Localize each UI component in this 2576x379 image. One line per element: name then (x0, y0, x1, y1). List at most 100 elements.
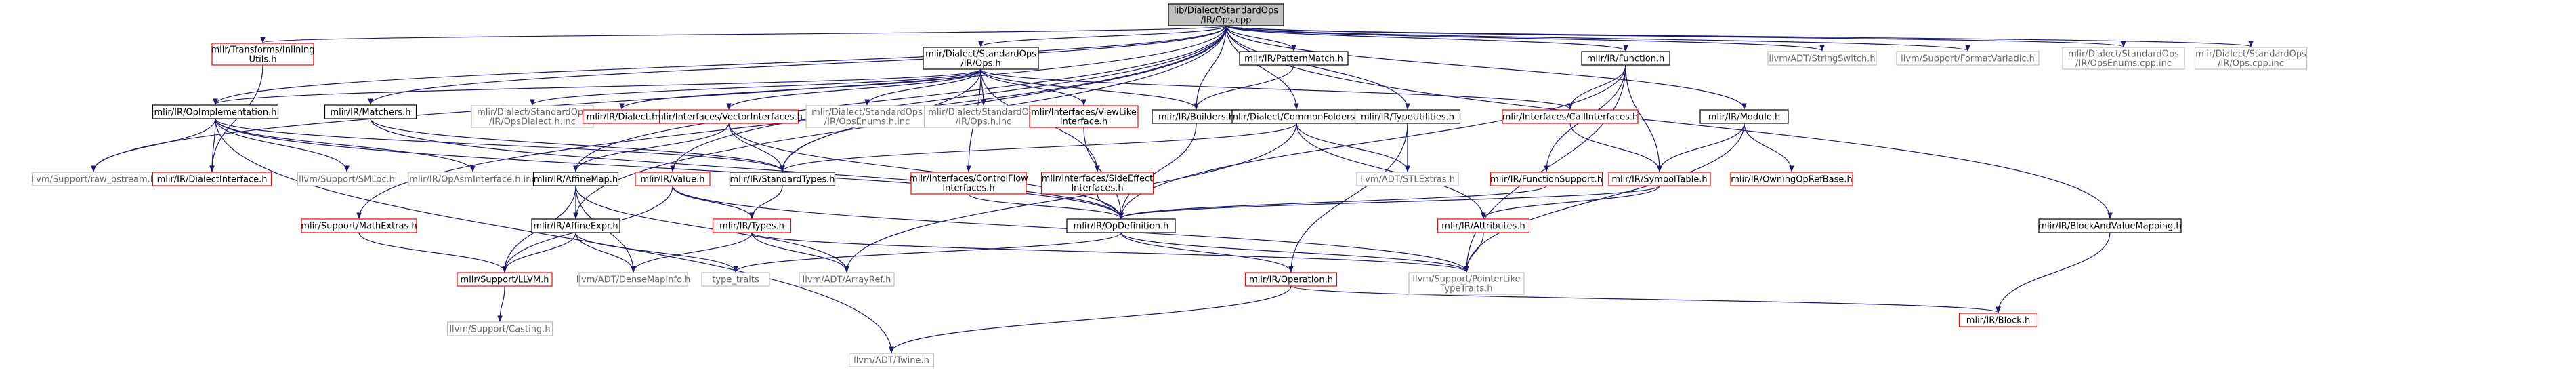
node-smloc: llvm/Support/SMLoc.h (297, 172, 397, 186)
edge-arrow (978, 25, 1227, 47)
node-standardtypes[interactable]: mlir/IR/StandardTypes.h (729, 172, 836, 186)
node-box (1767, 51, 1877, 66)
node-label: mlir/IR/BlockAndValueMapping.h (2038, 222, 2181, 232)
edge-typesh-to-arrayref (751, 232, 849, 273)
node-attributes[interactable]: mlir/IR/Attributes.h (1437, 218, 1530, 233)
node-label: /IR/Ops.cpp (1201, 16, 1252, 26)
node-symboltable[interactable]: mlir/IR/SymbolTable.h (1608, 172, 1711, 186)
edge-arrow (1569, 123, 1662, 172)
edge-opsh-to-callif (980, 68, 1573, 110)
edge-arrow (1625, 64, 1662, 172)
node-valueh[interactable]: mlir/IR/Value.h (635, 172, 711, 186)
edge-arrow (209, 118, 216, 172)
node-box (1040, 172, 1154, 195)
node-typeutilities[interactable]: mlir/IR/TypeUtilities.h (1354, 109, 1461, 124)
node-label: /IR/OpsDialect.h.inc (489, 117, 576, 127)
node-opimpl[interactable]: mlir/IR/OpImplementation.h (152, 104, 279, 119)
node-patternmatch[interactable]: mlir/IR/PatternMatch.h (1239, 51, 1349, 66)
node-label: mlir/IR/FunctionSupport.h (1490, 175, 1603, 185)
node-supportllvm[interactable]: mlir/Support/LLVM.h (457, 272, 553, 287)
edge-operationh-to-twine (889, 285, 1292, 353)
node-mathextras[interactable]: mlir/Support/MathExtras.h (301, 218, 417, 233)
edge-root-to-patternmatch (1225, 25, 1296, 52)
node-label: Interfaces.h (942, 184, 994, 194)
edge-root-to-stringswitch (1225, 25, 1825, 52)
node-blockandvalue[interactable]: mlir/IR/BlockAndValueMapping.h (2038, 218, 2182, 233)
node-arrayref: llvm/ADT/ArrayRef.h (799, 272, 895, 287)
edge-affinemap-to-arrayref (575, 185, 849, 273)
node-label: llvm/ADT/StringSwitch.h (1769, 54, 1875, 64)
node-opsenumscppinc: mlir/Dialect/StandardOps/IR/OpsEnums.cpp… (2062, 47, 2185, 70)
edge-matchers-to-standardtypes (370, 118, 785, 172)
node-box (2194, 47, 2308, 70)
edge-arrow (370, 118, 785, 172)
node-label: mlir/IR/Attributes.h (1441, 222, 1525, 232)
edge-arrow (980, 68, 1086, 106)
node-twine: llvm/ADT/Twine.h (848, 353, 935, 367)
edges-layer (91, 25, 2253, 353)
edge-opimpl-to-opasmif (215, 118, 476, 172)
node-typesh[interactable]: mlir/IR/Types.h (712, 218, 792, 233)
node-box (211, 43, 314, 66)
node-affinemap[interactable]: mlir/IR/AffineMap.h (532, 172, 619, 186)
node-densemapinfo: llvm/ADT/DenseMapInfo.h (576, 272, 690, 287)
node-functionsupport[interactable]: mlir/IR/FunctionSupport.h (1490, 172, 1603, 186)
edge-arrow (215, 118, 476, 172)
edge-arrow (1118, 123, 1197, 219)
node-owningopref[interactable]: mlir/IR/OwningOpRefBase.h (1730, 172, 1853, 186)
node-callif[interactable]: mlir/Interfaces/CallInterfaces.h (1502, 109, 1639, 124)
node-blockh[interactable]: mlir/IR/Block.h (1958, 313, 2038, 327)
edge-root-to-typeutilities (1225, 25, 1410, 110)
edge-arrow (980, 68, 1573, 110)
node-dialecth[interactable]: mlir/IR/Dialect.h (582, 109, 662, 124)
node-label: /IR/Ops.h.inc (956, 117, 1011, 127)
node-label: llvm/Support/raw_ostream.h (31, 175, 156, 185)
edge-arrow (1288, 123, 1408, 273)
node-box (152, 172, 272, 186)
node-builders[interactable]: mlir/IR/Builders.h (1152, 109, 1241, 124)
edge-arrow (1194, 25, 1227, 110)
node-commonfolders[interactable]: mlir/Dialect/CommonFolders.h (1229, 109, 1364, 124)
node-moduleh[interactable]: mlir/IR/Module.h (1699, 109, 1789, 124)
node-functionh[interactable]: mlir/IR/Function.h (1581, 51, 1670, 66)
edge-root-to-opimpl (213, 25, 1227, 105)
node-dialectif[interactable]: mlir/IR/DialectInterface.h (152, 172, 272, 186)
node-box (1490, 172, 1603, 186)
node-root[interactable]: lib/Dialect/StandardOps/IR/Ops.cpp (1168, 3, 1284, 26)
edge-functionh-to-pointerlike (1464, 64, 1626, 273)
edge-arrow (215, 118, 1124, 219)
node-label: llvm/ADT/STLExtras.h (1360, 175, 1455, 185)
edge-builders-to-opdef (1118, 123, 1197, 219)
edge-opsh-to-viewlike (980, 68, 1086, 106)
edge-root-to-functionh (1225, 25, 1628, 52)
edge-root-to-moduleh (1225, 25, 1747, 110)
node-label: mlir/Dialect/StandardOps (928, 108, 1039, 118)
edge-opsh-to-dialecth (619, 68, 981, 110)
edge-arrow (1481, 185, 1660, 219)
node-matchers[interactable]: mlir/IR/Matchers.h (324, 104, 417, 119)
edge-functionsupport-to-opdef (1118, 185, 1547, 219)
node-label: mlir/IR/StandardTypes.h (730, 175, 835, 185)
edge-opimpl-to-dialectif (209, 118, 216, 172)
node-box (2038, 218, 2182, 233)
node-label: Interface.h (1060, 117, 1108, 127)
edge-moduleh-to-owningopref (1744, 123, 1794, 172)
node-opsh[interactable]: mlir/Dialect/StandardOps/IR/Ops.h (923, 47, 1039, 70)
node-box (531, 218, 620, 233)
edge-root-to-matchers (368, 25, 1227, 105)
node-operationh[interactable]: mlir/IR/Operation.h (1244, 272, 1338, 287)
node-opdef[interactable]: mlir/IR/OpDefinition.h (1066, 218, 1176, 233)
edge-arrow (215, 118, 350, 172)
node-box (910, 172, 1027, 195)
node-box (446, 321, 553, 336)
node-vectorif[interactable]: mlir/Interfaces/VectorInterfaces.h (655, 109, 803, 124)
edge-opimpl-to-twine (215, 118, 894, 353)
node-box (2062, 47, 2185, 70)
node-affineexpr[interactable]: mlir/IR/AffineExpr.h (531, 218, 620, 233)
